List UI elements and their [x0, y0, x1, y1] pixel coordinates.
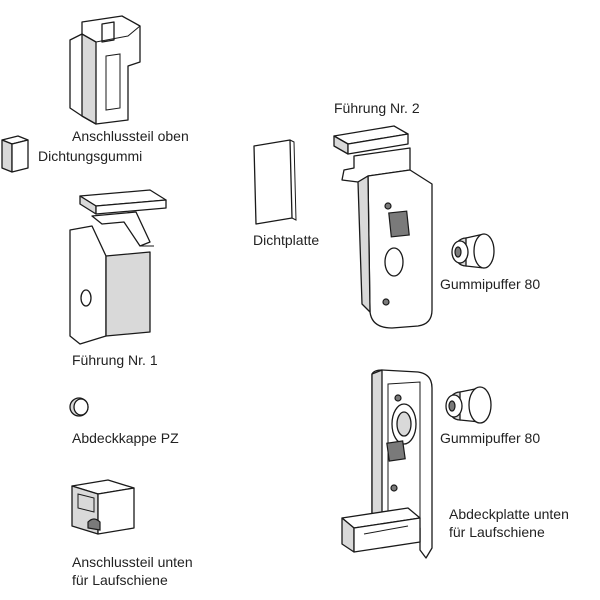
label-dichtungsgummi: Dichtungsgummi — [38, 148, 143, 164]
label-dichtplatte: Dichtplatte — [253, 232, 320, 248]
abdeckkappe-pz-drawing — [68, 396, 90, 418]
label-gummipuffer-lower: Gummipuffer 80 — [440, 430, 541, 446]
fuehrung-nr2-drawing — [328, 122, 438, 330]
anschlussteil-oben-drawing — [62, 12, 144, 125]
abdeckplatte-drawing — [336, 368, 438, 560]
label-fuehrung-nr2: Führung Nr. 2 — [334, 100, 420, 116]
label-abdeckplatte-1: Abdeckplatte unten — [449, 506, 569, 522]
label-gummipuffer-upper: Gummipuffer 80 — [440, 276, 541, 292]
label-abdeckplatte-2: für Laufschiene — [449, 524, 545, 540]
label-abdeckkappe-pz: Abdeckkappe PZ — [72, 430, 179, 446]
dichtungsgummi-drawing — [0, 134, 30, 174]
label-fuehrung-nr1: Führung Nr. 1 — [72, 352, 158, 368]
anschlussteil-unten-drawing — [68, 476, 138, 540]
dichtplatte-drawing — [250, 138, 297, 228]
gummipuffer-lower-drawing — [440, 382, 494, 428]
label-anschlussteil-unten-1: Anschlussteil unten — [72, 554, 193, 570]
label-anschlussteil-oben: Anschlussteil oben — [72, 128, 189, 144]
fuehrung-nr1-drawing — [66, 186, 170, 346]
gummipuffer-upper-drawing — [446, 228, 496, 274]
label-anschlussteil-unten-2: für Laufschiene — [72, 572, 168, 588]
